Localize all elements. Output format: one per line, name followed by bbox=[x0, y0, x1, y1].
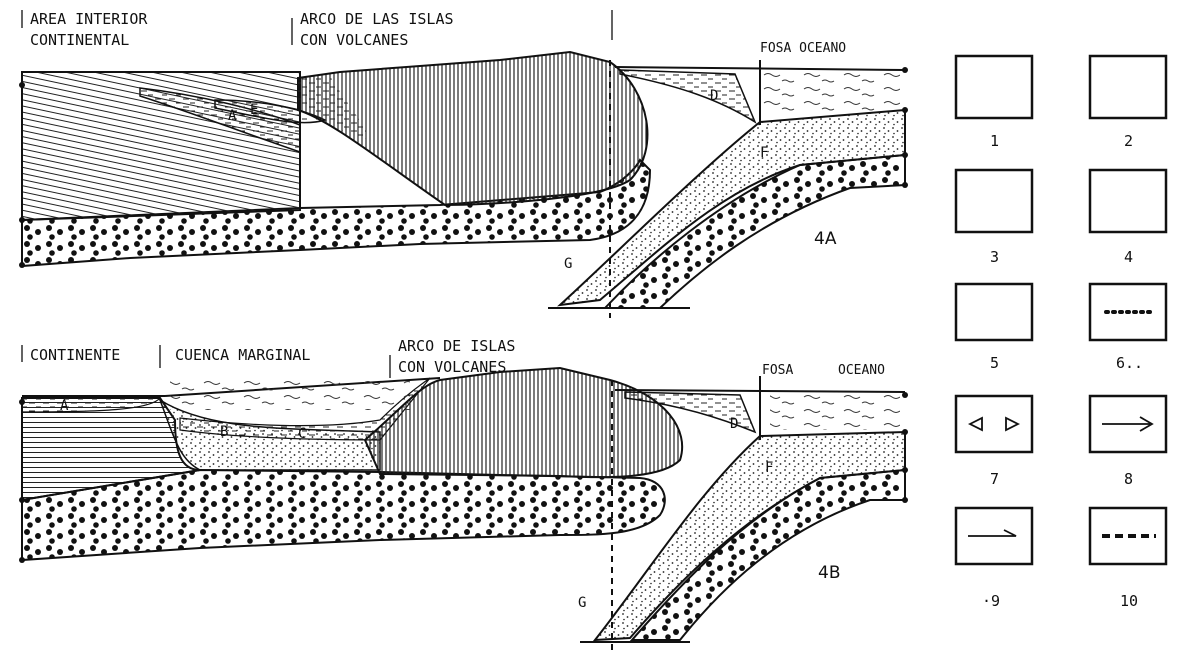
letter-g-4b: G bbox=[578, 595, 586, 611]
letter-e-4a: E bbox=[250, 102, 258, 118]
label-island-arc-4a-line2: CON VOLCANES bbox=[300, 31, 408, 49]
legend-item-6: 6.. bbox=[1090, 284, 1166, 372]
legend-item-2: 2 bbox=[1090, 56, 1166, 150]
legend-item-7: 7 bbox=[956, 396, 1032, 488]
label-trench-ocean-4a: FOSA OCEANO bbox=[760, 41, 846, 56]
letter-f-4a: F bbox=[760, 145, 768, 161]
legend-item-10: 10 bbox=[1090, 508, 1166, 610]
letter-d-4b: D bbox=[730, 416, 738, 432]
ocean-water-4a bbox=[760, 72, 900, 112]
label-ocean-4b: OCEANO bbox=[838, 363, 885, 378]
legend: 1 2 3 4 5 6.. 7 bbox=[956, 56, 1166, 610]
basin-water-4b bbox=[170, 380, 410, 410]
label-marginal-basin-4b: CUENCA MARGINAL bbox=[175, 346, 310, 364]
svg-text:5: 5 bbox=[990, 354, 999, 372]
letter-a-4a: A bbox=[228, 108, 237, 124]
label-continental-interior-line2: CONTINENTAL bbox=[30, 31, 129, 49]
legend-item-9: ·9 bbox=[956, 508, 1032, 610]
legend-item-8: 8 bbox=[1090, 396, 1166, 488]
volcanic-arc-4b bbox=[365, 368, 682, 477]
label-trench-4b: FOSA bbox=[762, 363, 793, 378]
panel-id-4a: 4A bbox=[814, 229, 837, 249]
letter-a-4b: A bbox=[60, 398, 69, 414]
letter-g-4a: G bbox=[564, 256, 572, 272]
label-island-arc-4b-line2: CON VOLCANES bbox=[398, 358, 506, 376]
svg-text:7: 7 bbox=[990, 470, 999, 488]
section-4b: CONTINENTE CUENCA MARGINAL ARCO DE ISLAS… bbox=[19, 337, 908, 650]
svg-text:2: 2 bbox=[1124, 132, 1133, 150]
label-island-arc-4b-line1: ARCO DE ISLAS bbox=[398, 337, 515, 355]
letter-d-4a: D bbox=[710, 88, 718, 104]
label-island-arc-4a-line1: ARCO DE LAS ISLAS bbox=[300, 10, 454, 28]
svg-text:8: 8 bbox=[1124, 470, 1133, 488]
label-continent-4b: CONTINENTE bbox=[30, 346, 120, 364]
svg-text:1: 1 bbox=[990, 132, 999, 150]
label-continental-interior-line1: AREA INTERIOR bbox=[30, 10, 148, 28]
letter-f-4b: F bbox=[765, 460, 773, 476]
svg-text:10: 10 bbox=[1120, 592, 1138, 610]
letter-c-4b: C bbox=[298, 426, 306, 442]
legend-item-1: 1 bbox=[956, 56, 1032, 150]
letter-b-4b: B bbox=[220, 424, 228, 440]
legend-item-4: 4 bbox=[1090, 170, 1166, 266]
legend-item-5: 5 bbox=[956, 284, 1032, 372]
svg-text:4: 4 bbox=[1124, 248, 1133, 266]
legend-item-3: 3 bbox=[956, 170, 1032, 266]
panel-id-4b: 4B bbox=[818, 563, 840, 583]
svg-text:·9: ·9 bbox=[982, 592, 1000, 610]
ocean-water-4b bbox=[770, 394, 900, 430]
svg-text:3: 3 bbox=[990, 248, 999, 266]
svg-text:6..: 6.. bbox=[1116, 354, 1143, 372]
section-4a: AREA INTERIOR CONTINENTAL ARCO DE LAS IS… bbox=[19, 10, 908, 318]
